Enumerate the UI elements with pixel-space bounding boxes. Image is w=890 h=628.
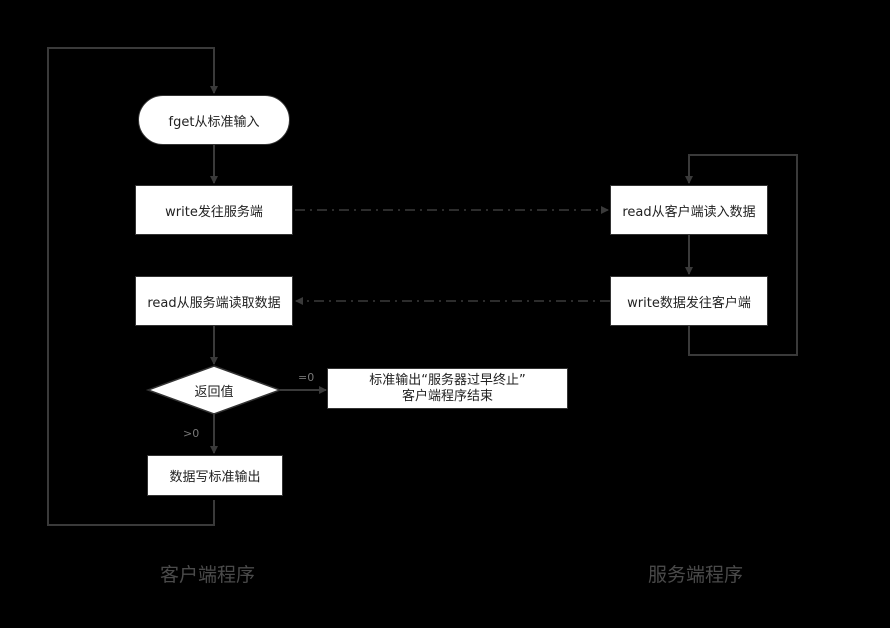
client-loop-line bbox=[47, 47, 218, 526]
terminate-node: 标准输出“服务器过早终止” 客户端程序结束 bbox=[327, 368, 568, 409]
terminate-line2: 客户端程序结束 bbox=[401, 388, 493, 404]
server-write-node: write数据发往客户端 bbox=[610, 276, 768, 326]
receive-node: read从服务端读取数据 bbox=[135, 276, 293, 326]
client-caption: 客户端程序 bbox=[160, 564, 256, 586]
decision-label: 返回值 bbox=[194, 385, 234, 400]
start-node: fget从标准输入 bbox=[138, 95, 290, 145]
send-node-label: write发往服务端 bbox=[165, 204, 263, 220]
terminate-line1: 标准输出“服务器过早终止” bbox=[369, 372, 526, 388]
server-read-node: read从客户端读入数据 bbox=[610, 185, 768, 235]
send-node: write发往服务端 bbox=[135, 185, 293, 235]
edge-label-gt0: >0 bbox=[183, 427, 200, 440]
server-loop-line bbox=[685, 154, 798, 356]
output-node: 数据写标准输出 bbox=[147, 455, 283, 496]
server-write-label: write数据发往客户端 bbox=[627, 295, 751, 311]
server-read-label: read从客户端读入数据 bbox=[622, 204, 756, 220]
edge-label-eq0: =0 bbox=[298, 371, 315, 384]
receive-node-label: read从服务端读取数据 bbox=[147, 295, 281, 311]
start-node-label: fget从标准输入 bbox=[168, 114, 260, 130]
output-node-label: 数据写标准输出 bbox=[169, 470, 261, 485]
server-caption: 服务端程序 bbox=[648, 564, 744, 586]
